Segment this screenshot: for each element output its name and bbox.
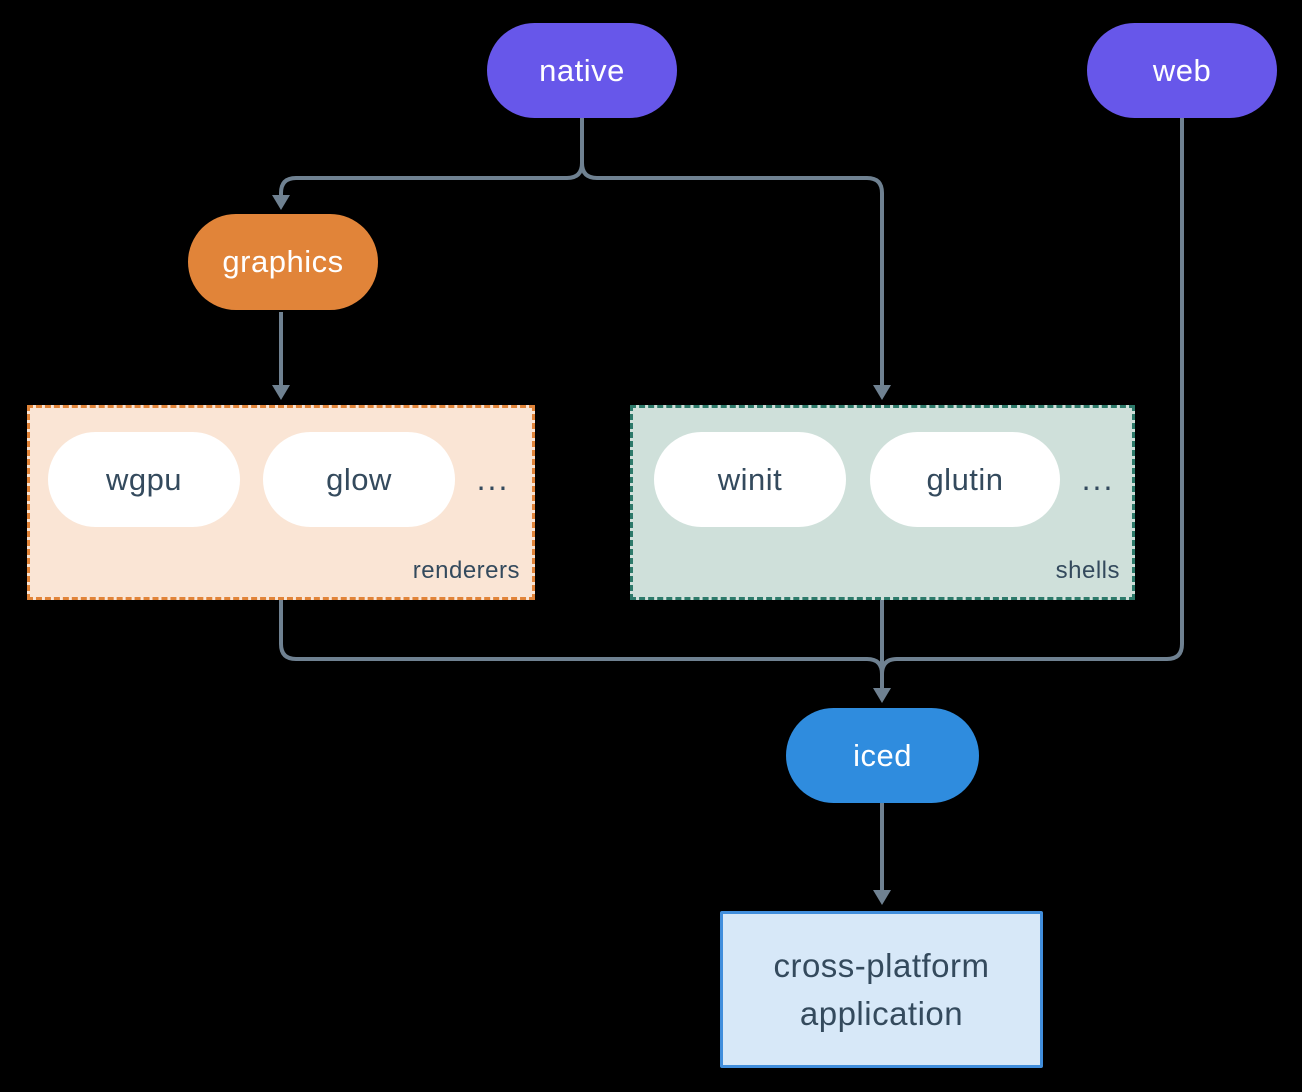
node-wgpu: wgpu — [48, 432, 240, 527]
node-web-label: web — [1152, 52, 1212, 88]
edge-renderers-to-iced — [279, 600, 884, 675]
app-box-line2: application — [799, 994, 964, 1032]
node-web: web — [1087, 23, 1277, 118]
node-glow-label: glow — [326, 461, 392, 497]
arrowhead-native-to-shells — [873, 385, 891, 400]
arrowhead-shells-to-iced — [873, 688, 891, 703]
arrowhead-native-to-graphics — [272, 195, 290, 210]
node-winit-label: winit — [717, 461, 783, 497]
app-box-line1: cross-platform — [773, 946, 990, 984]
node-cross-platform-application: cross-platform application — [720, 911, 1043, 1068]
node-glow: glow — [263, 432, 455, 527]
node-native-label: native — [539, 52, 625, 88]
group-shells: winit glutin ... shells — [630, 405, 1135, 600]
node-native: native — [487, 23, 677, 118]
edge-native-to-shells — [580, 162, 884, 385]
node-graphics-label: graphics — [222, 244, 344, 279]
arrowhead-iced-to-app — [873, 890, 891, 905]
shells-ellipsis: ... — [1081, 461, 1115, 497]
renderers-group-label: renderers — [412, 557, 520, 584]
node-glutin-label: glutin — [926, 461, 1004, 497]
group-renderers: wgpu glow ... renderers — [27, 405, 535, 600]
node-graphics: graphics — [188, 214, 378, 310]
node-glutin: glutin — [870, 432, 1060, 527]
node-wgpu-label: wgpu — [105, 461, 183, 497]
node-iced: iced — [786, 708, 979, 803]
arrowhead-graphics-to-renderers — [272, 385, 290, 400]
edge-native-to-graphics — [279, 118, 584, 195]
node-winit: winit — [654, 432, 846, 527]
node-iced-label: iced — [853, 737, 912, 773]
renderers-ellipsis: ... — [476, 461, 510, 497]
shells-group-label: shells — [1055, 557, 1120, 584]
